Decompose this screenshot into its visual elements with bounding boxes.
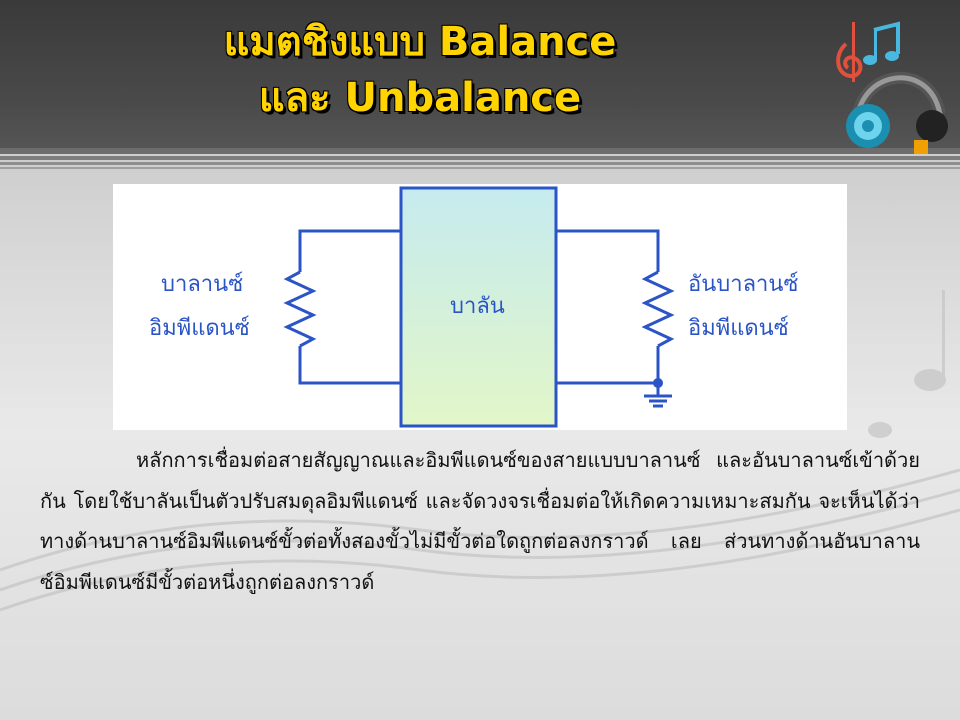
left-label-line-2: อิมพีแดนซ์ [149,316,250,341]
body-paragraph: หลักการเชื่อมต่อสายสัญญาณและอิมพีแดนซ์ขอ… [40,440,920,602]
left-label-line-1: บาลานซ์ [161,272,244,297]
header-stripe [0,148,960,154]
title-line-2: และ Unbalance [258,75,582,121]
right-label-line-2: อิมพีแดนซ์ [688,316,789,341]
headphones-music-icon [836,21,948,154]
balun-circuit-diagram: บาลานซ์ อิมพีแดนซ์ บาลัน อันบาลานซ์ อิมพ… [113,184,847,430]
circuit-schematic [283,186,675,428]
slide-title: แมตชิงแบบ Balance และ Unbalance [120,14,720,126]
resistor-right-icon [641,270,675,348]
header-stripe [0,156,960,160]
body-paragraph-text: หลักการเชื่อมต่อสายสัญญาณและอิมพีแดนซ์ขอ… [40,448,920,594]
slide-header [0,0,960,148]
ground-symbol-icon [644,394,672,408]
title-line-1: แมตชิงแบบ Balance [223,19,617,65]
header-stripe [0,162,960,165]
resistor-left-icon [283,270,317,348]
balun-box [399,186,558,428]
header-stripe [0,167,960,169]
balun-label: บาลัน [450,294,505,319]
right-label-line-1: อันบาลานซ์ [688,272,799,297]
